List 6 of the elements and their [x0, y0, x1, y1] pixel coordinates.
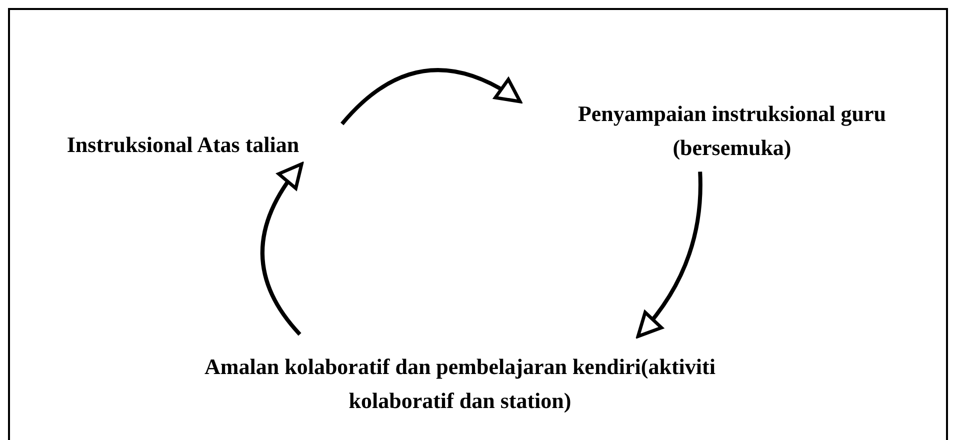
step-label: Instruksional Atas talian	[66, 131, 300, 159]
step-label: Amalan kolaboratif dan pembelajaran kendiri(aktiviti kolaboratif dan station)	[204, 353, 716, 415]
step-label: Penyampaian instruksional guru (bersemuka)	[576, 100, 888, 162]
curved-arrow	[636, 172, 702, 338]
curved-arrow	[340, 68, 522, 126]
curved-arrow	[260, 162, 304, 336]
